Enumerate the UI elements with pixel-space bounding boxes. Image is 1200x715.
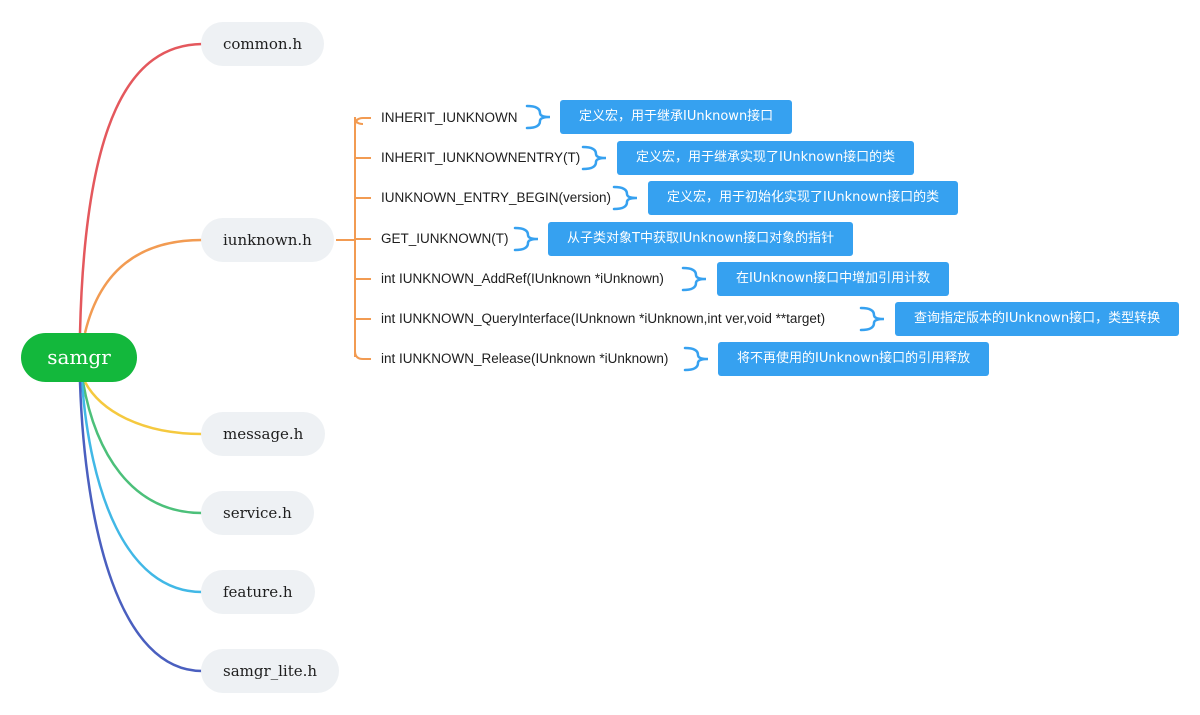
link-message xyxy=(83,381,203,436)
note-iunknown-queryinterface[interactable]: 查询指定版本的IUnknown接口，类型转换 xyxy=(895,302,1180,336)
note-iunknown-release[interactable]: 将不再使用的IUnknown接口的引用释放 xyxy=(718,342,990,376)
topic-common-h[interactable]: common.h xyxy=(201,22,324,66)
topic-message-h[interactable]: message.h xyxy=(201,412,326,456)
link-service xyxy=(81,381,203,515)
note-iunknown-entry-begin[interactable]: 定义宏，用于初始化实现了IUnknown接口的类 xyxy=(648,181,959,215)
topic-iunknown-h[interactable]: iunknown.h xyxy=(201,218,334,262)
subtopic-inherit-iunknown[interactable]: INHERIT_IUNKNOWN xyxy=(381,110,518,125)
link-common xyxy=(78,42,203,334)
subtopic-get-iunknown[interactable]: GET_IUNKNOWN(T) xyxy=(381,231,509,246)
topic-feature-h[interactable]: feature.h xyxy=(201,570,315,614)
subtopic-inherit-iunknownentry[interactable]: INHERIT_IUNKNOWNENTRY(T) xyxy=(381,150,581,165)
subtopic-iunknown-entry-begin[interactable]: IUNKNOWN_ENTRY_BEGIN(version) xyxy=(381,190,612,205)
note-inherit-iunknown[interactable]: 定义宏，用于继承IUnknown接口 xyxy=(560,100,793,134)
note-braces xyxy=(513,104,885,372)
link-iunknown xyxy=(83,238,203,334)
root-node-samgr[interactable]: samgr xyxy=(21,333,137,382)
subtopic-iunknown-addref[interactable]: int IUNKNOWN_AddRef(IUnknown *iUnknown) xyxy=(381,271,664,286)
iunknown-branch-lines xyxy=(336,116,371,360)
link-samgr-lite xyxy=(78,381,203,673)
note-get-iunknown[interactable]: 从子类对象T中获取IUnknown接口对象的指针 xyxy=(548,222,854,256)
topic-samgr-lite-h[interactable]: samgr_lite.h xyxy=(201,649,340,693)
note-iunknown-addref[interactable]: 在IUnknown接口中增加引用计数 xyxy=(717,262,950,296)
subtopic-iunknown-release[interactable]: int IUNKNOWN_Release(IUnknown *iUnknown) xyxy=(381,351,669,366)
note-inherit-iunknownentry[interactable]: 定义宏，用于继承实现了IUnknown接口的类 xyxy=(617,141,915,175)
link-feature xyxy=(80,381,203,594)
subtopic-iunknown-queryinterface[interactable]: int IUNKNOWN_QueryInterface(IUnknown *iU… xyxy=(381,311,826,326)
topic-service-h[interactable]: service.h xyxy=(201,491,314,535)
